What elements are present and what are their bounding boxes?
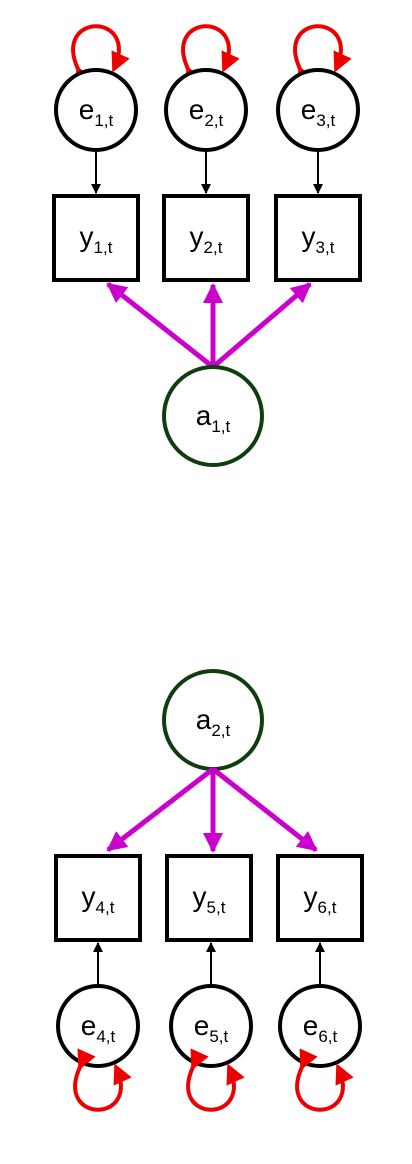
variance-loop-e1 bbox=[71, 24, 130, 88]
loading-arrow-a1-y1 bbox=[106, 282, 215, 369]
svg-text:y4,t: y4,t bbox=[82, 881, 115, 917]
variance-loop-e5 bbox=[186, 1048, 245, 1112]
loading-arrow-a2-y4 bbox=[106, 767, 215, 852]
svg-text:a1,t: a1,t bbox=[196, 400, 231, 436]
error-node-e3: e3,t bbox=[276, 68, 360, 152]
svg-text:e2,t: e2,t bbox=[189, 94, 224, 130]
bottom-model: a2,t y4,t y5,t y6,t e4,t e5,t bbox=[54, 669, 364, 1112]
variance-loop-e2 bbox=[181, 24, 240, 88]
svg-text:a2,t: a2,t bbox=[196, 704, 231, 740]
observed-node-y4: y4,t bbox=[54, 854, 142, 942]
observed-node-y3: y3,t bbox=[274, 194, 362, 282]
latent-node-a2: a2,t bbox=[162, 669, 264, 771]
observed-node-y6: y6,t bbox=[276, 854, 364, 942]
variance-loop-e6 bbox=[295, 1048, 354, 1112]
svg-text:y3,t: y3,t bbox=[302, 221, 335, 257]
error-node-e2: e2,t bbox=[164, 68, 248, 152]
svg-text:e4,t: e4,t bbox=[81, 1010, 116, 1046]
svg-text:y2,t: y2,t bbox=[190, 221, 223, 257]
svg-text:e5,t: e5,t bbox=[194, 1010, 229, 1046]
loading-arrow-a1-y3 bbox=[211, 282, 312, 369]
svg-text:e1,t: e1,t bbox=[79, 94, 114, 130]
observed-node-y5: y5,t bbox=[165, 854, 253, 942]
error-node-e1: e1,t bbox=[54, 68, 138, 152]
observed-node-y1: y1,t bbox=[52, 194, 140, 282]
observed-node-y2: y2,t bbox=[162, 194, 250, 282]
variance-loop-e4 bbox=[73, 1048, 132, 1112]
error-node-e6: e6,t bbox=[278, 984, 362, 1068]
top-model: e1,t e2,t e3,t y1,t y2,t y3,t bbox=[52, 24, 362, 467]
svg-text:e6,t: e6,t bbox=[303, 1010, 338, 1046]
svg-text:e3,t: e3,t bbox=[301, 94, 336, 130]
svg-text:y1,t: y1,t bbox=[80, 221, 113, 257]
error-node-e5: e5,t bbox=[169, 984, 253, 1068]
variance-loop-e3 bbox=[293, 24, 352, 88]
loading-arrow-a2-y6 bbox=[211, 767, 318, 852]
latent-node-a1: a1,t bbox=[162, 365, 264, 467]
svg-text:y5,t: y5,t bbox=[193, 881, 226, 917]
svg-text:y6,t: y6,t bbox=[304, 881, 337, 917]
error-node-e4: e4,t bbox=[56, 984, 140, 1068]
